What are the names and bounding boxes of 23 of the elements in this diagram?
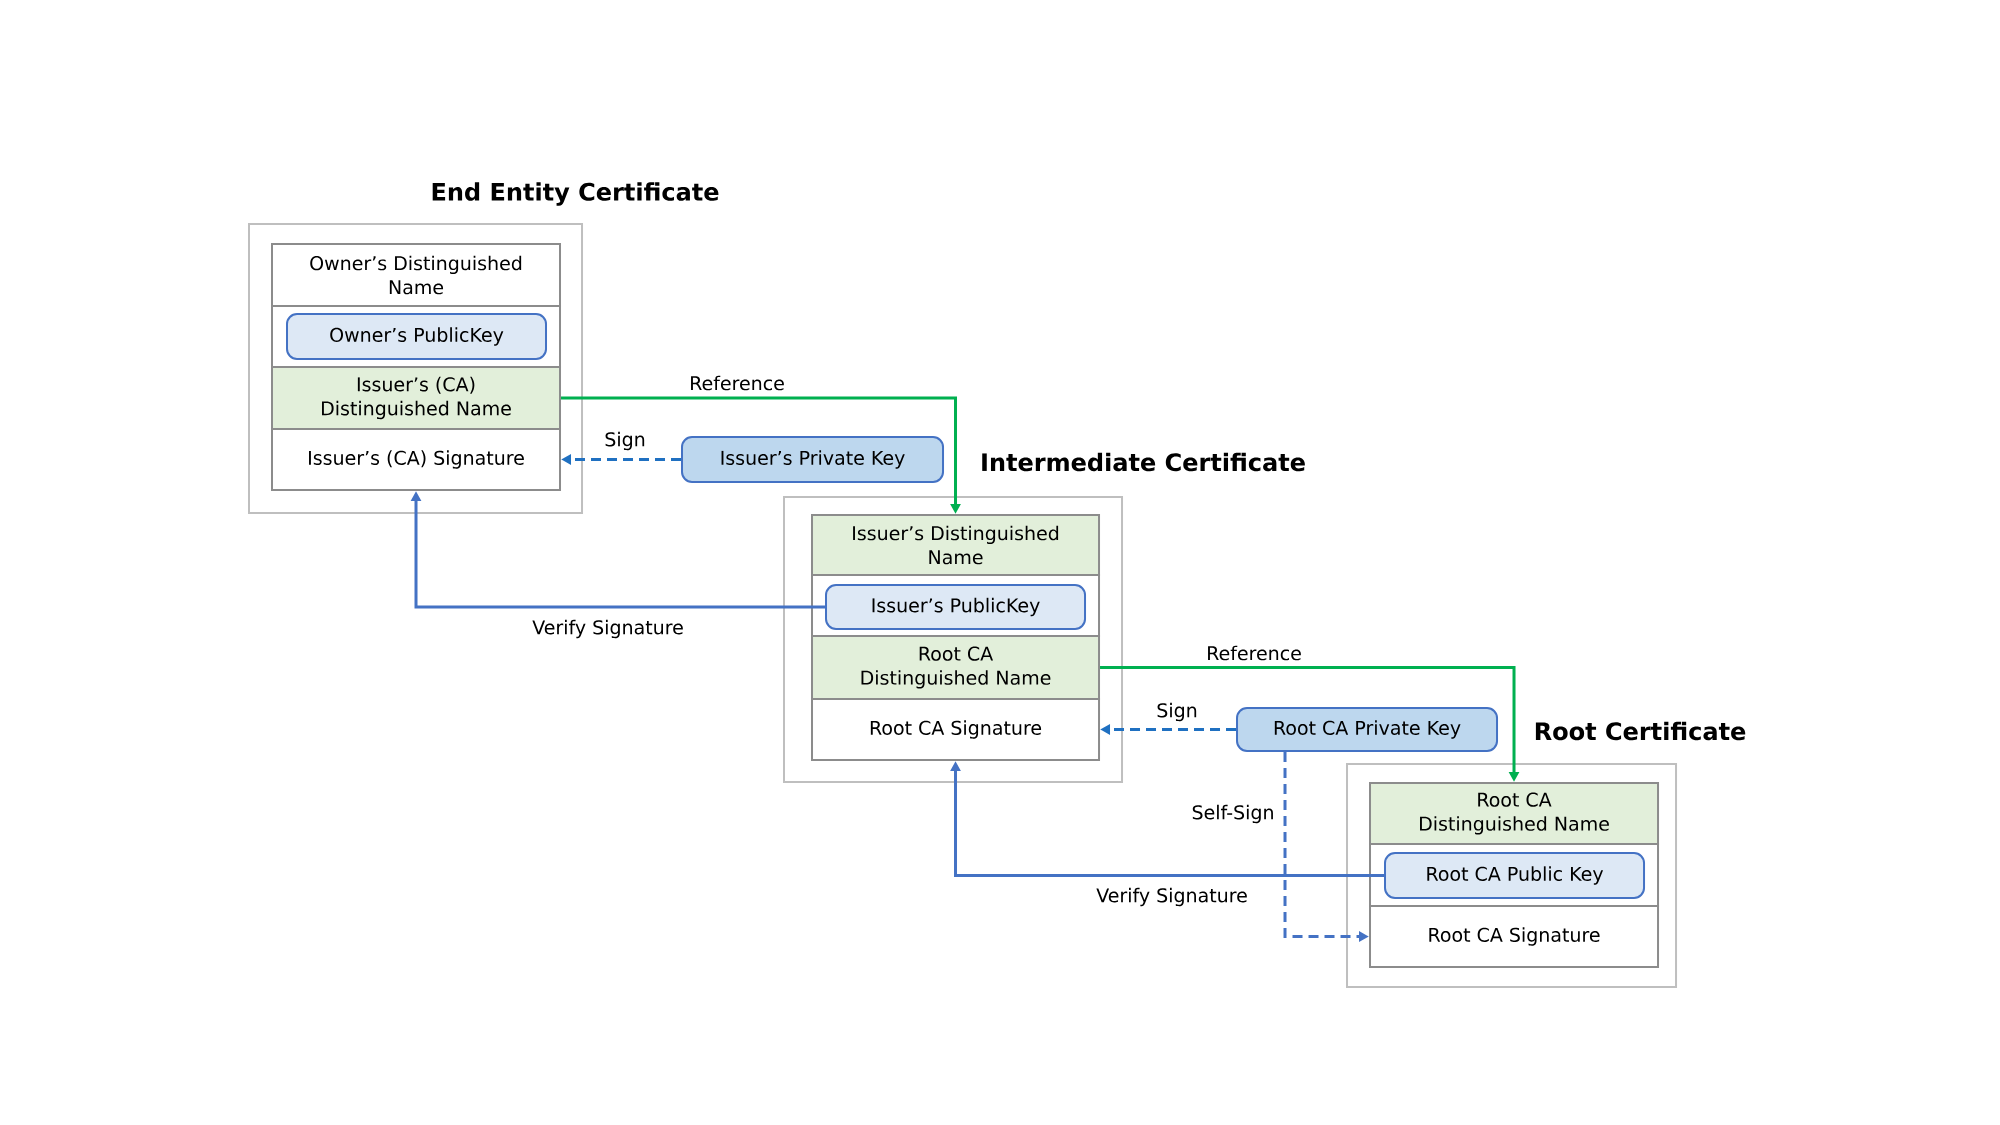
field-box: Owner’s Distinguished Name xyxy=(271,243,561,307)
edge-label: Self-Sign xyxy=(1189,802,1277,826)
edge-label: Sign xyxy=(1154,700,1200,724)
public-key-box: Root CA Public Key xyxy=(1384,852,1646,899)
edge-label: Verify Signature xyxy=(1094,885,1250,909)
field-box: Root CA Signature xyxy=(811,698,1100,761)
private-key-box: Issuer’s Private Key xyxy=(681,436,944,483)
private-key-box: Root CA Private Key xyxy=(1236,707,1499,752)
edge-label: Reference xyxy=(1204,643,1304,663)
public-key-box: Owner’s PublicKey xyxy=(286,313,547,360)
edge-label: Sign xyxy=(602,429,648,453)
field-box: Issuer’s Distinguished Name xyxy=(811,514,1100,576)
field-box: Root CA Signature xyxy=(1369,905,1660,968)
public-key-box: Issuer’s PublicKey xyxy=(825,584,1086,630)
certificate-title: Root Certificate xyxy=(1535,721,1746,741)
field-box: Root CA Distinguished Name xyxy=(811,635,1100,700)
field-box: Root CA Distinguished Name xyxy=(1369,782,1660,845)
certificate-title: Intermediate Certificate xyxy=(982,452,1305,472)
edge-label: Reference xyxy=(687,373,787,393)
certificate-title: End Entity Certificate xyxy=(432,182,719,206)
field-box: Issuer’s (CA) Signature xyxy=(271,428,561,491)
edge-label: Verify Signature xyxy=(530,617,686,641)
field-box: Issuer’s (CA) Distinguished Name xyxy=(271,366,561,430)
